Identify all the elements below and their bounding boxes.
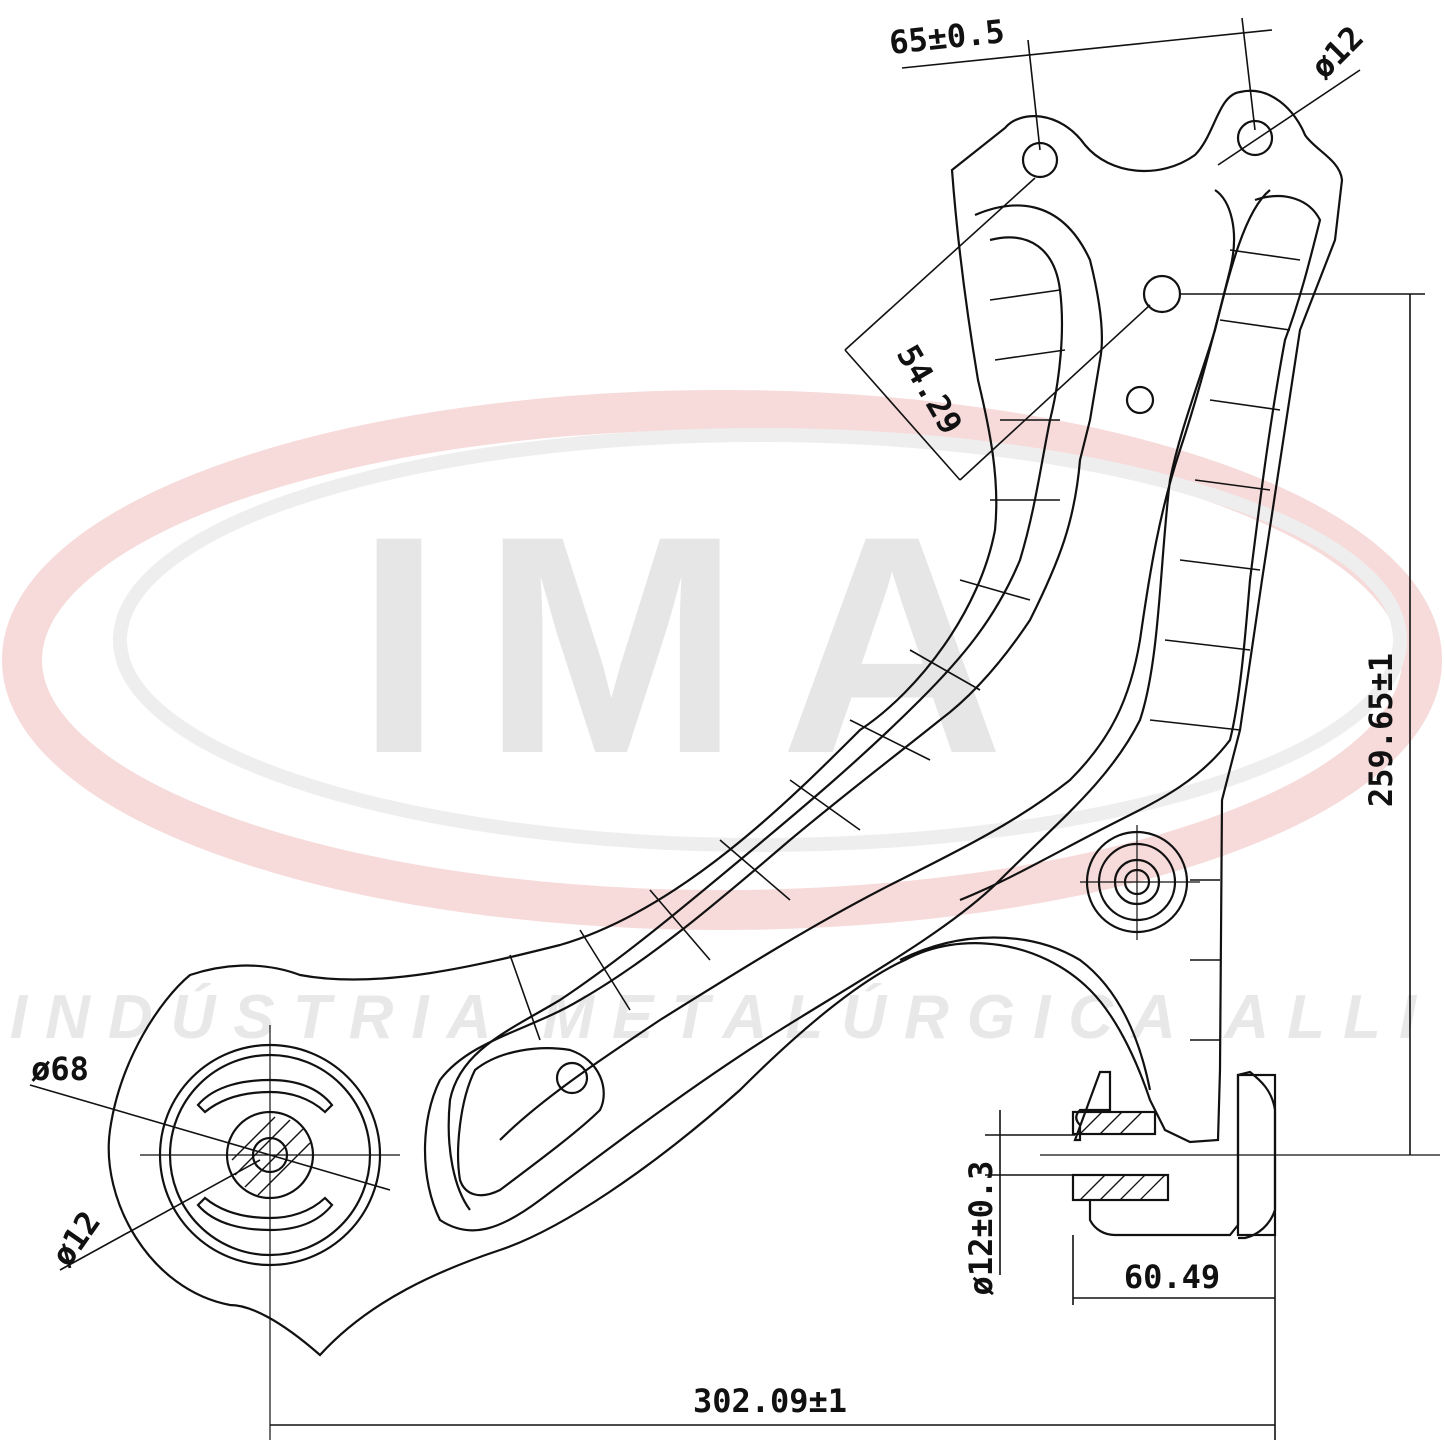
arm-pocket bbox=[457, 1047, 605, 1197]
arm-rib-center bbox=[499, 189, 1236, 1141]
ball-joint bbox=[140, 1025, 400, 1440]
bushing-hatch bbox=[1079, 1111, 1166, 1201]
dimension-lines bbox=[29, 17, 1425, 1440]
arm-inner-flange bbox=[423, 189, 1271, 1232]
watermark-logo: IMA bbox=[356, 471, 1044, 818]
dim-bushing-bore: ø12±0.3 bbox=[962, 1161, 1000, 1296]
arm-section-ticks bbox=[509, 249, 1301, 1041]
dim-ball-joint-hole: ø12 bbox=[44, 1204, 108, 1273]
mid-hole-lower bbox=[1125, 385, 1155, 415]
watermark-tagline: INDÚSTRIA METALÚRGICA ALLI bbox=[10, 983, 1434, 1052]
dim-ball-joint-diameter: ø68 bbox=[31, 1050, 89, 1088]
dim-top-hole-diameter: ø12 bbox=[1303, 18, 1371, 86]
top-hole-right bbox=[1236, 119, 1274, 157]
arm-outer-outline bbox=[107, 89, 1344, 1357]
watermark: IMA INDÚSTRIA METALÚRGICA ALLI bbox=[2, 390, 1442, 1052]
side-bushing-section bbox=[1040, 1070, 1440, 1240]
dim-hole-spacing: 65±0.5 bbox=[887, 12, 1006, 62]
dim-height: 259.65±1 bbox=[1362, 653, 1400, 807]
watermark-ring-inner bbox=[113, 428, 1407, 852]
control-arm bbox=[107, 89, 1440, 1440]
arm-lower-flange bbox=[899, 936, 1152, 1091]
ball-joint-hatch bbox=[231, 1116, 311, 1196]
dim-bushing-width: 60.49 bbox=[1124, 1258, 1220, 1296]
rear-bushing bbox=[1080, 825, 1200, 940]
watermark-ring-outer bbox=[2, 390, 1442, 930]
pocket-hole bbox=[555, 1061, 589, 1095]
arm-rib-right bbox=[959, 195, 1322, 902]
arm-rib-left bbox=[447, 236, 1064, 1211]
dim-overall-width: 302.09±1 bbox=[693, 1382, 847, 1420]
